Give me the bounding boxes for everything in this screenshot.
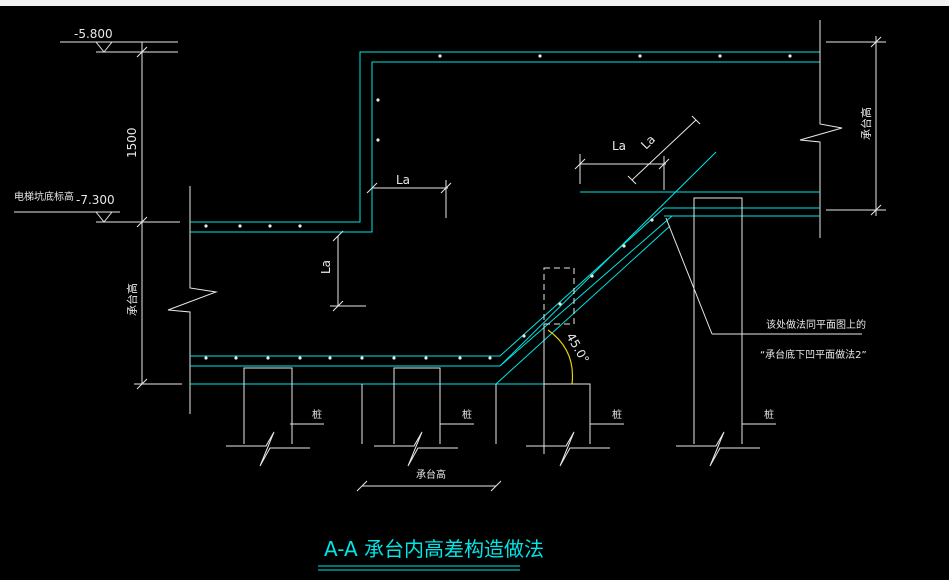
note-callout: 该处做法同平面图上的 “承台底下凹平面做法2” xyxy=(665,217,867,361)
angle-marker: 45.0° xyxy=(543,267,592,454)
diagonal-slope xyxy=(190,151,717,385)
pit-bottom-label: 电梯坑底标高 xyxy=(14,190,74,203)
section-drawing: -5.800 电梯坑底标高 -7.300 1500 承台高 承台高 xyxy=(14,20,886,571)
rebar-dots xyxy=(204,54,792,360)
pile-label-3: 桩 xyxy=(612,408,622,421)
elevation-marker-top: -5.800 xyxy=(60,27,178,53)
la-dim-diag: La La xyxy=(574,115,701,190)
la-diag-horizontal-text: La xyxy=(612,139,626,153)
la-dim-upper: La xyxy=(366,173,452,218)
la-vertical-text: La xyxy=(319,260,333,274)
upper-slab xyxy=(190,51,820,233)
dim-1500-text: 1500 xyxy=(125,127,139,158)
cap-height-right-text: 承台高 xyxy=(859,107,873,140)
note-line-1: 该处做法同平面图上的 xyxy=(766,318,866,331)
elevation-marker-pit: 电梯坑底标高 -7.300 xyxy=(14,190,120,223)
left-break-line xyxy=(167,186,218,414)
la-diag-text: La xyxy=(638,132,658,152)
pile-label-4: 桩 xyxy=(764,408,774,421)
la-dim-vertical: La xyxy=(319,230,366,312)
right-ledge xyxy=(580,191,820,217)
cap-height-bottom-dim: 承台高 xyxy=(356,468,502,492)
note-line-2: “承台底下凹平面做法2” xyxy=(760,348,867,361)
left-dimension: 1500 承台高 xyxy=(96,42,182,390)
elevation-pit-text: -7.300 xyxy=(76,193,115,207)
drawing-title: A-A 承台内高差构造做法 xyxy=(324,537,544,561)
pile-label-1: 桩 xyxy=(312,408,322,421)
angle-text: 45.0° xyxy=(563,331,591,366)
cap-height-bottom-text: 承台高 xyxy=(416,468,446,481)
pile-label-2: 桩 xyxy=(462,408,472,421)
la-upper-text: La xyxy=(396,173,410,187)
elevation-top-text: -5.800 xyxy=(74,27,113,41)
cap-height-left-text: 承台高 xyxy=(125,283,139,316)
drawing-title-block: A-A 承台内高差构造做法 xyxy=(318,537,544,571)
window-top-bar xyxy=(0,0,949,6)
right-break-line: 承台高 xyxy=(799,20,886,238)
piles: 桩 桩 桩 桩 xyxy=(226,197,776,467)
